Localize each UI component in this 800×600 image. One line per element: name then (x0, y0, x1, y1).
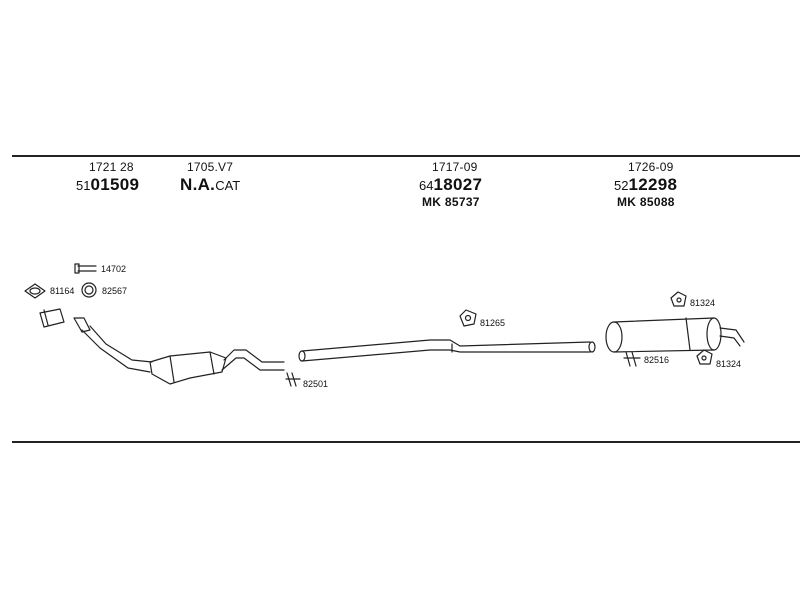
hanger-icon-81265 (459, 309, 477, 327)
small-part-label-81164: 81164 (50, 286, 75, 296)
small-part-label-82516: 82516 (644, 355, 670, 365)
part-code-top-2: 1705.V7 (187, 160, 234, 174)
gasket-icon-81164 (24, 283, 46, 299)
bolt-icon-14702 (74, 263, 97, 274)
small-part-label-82501: 82501 (303, 379, 329, 389)
part-code-top-4: 1726-09 (628, 160, 674, 174)
ring-icon-82567 (81, 282, 97, 298)
part-number-2: N.A.CAT (180, 175, 241, 194)
small-part-label-14702: 14702 (101, 264, 127, 274)
part-mk-4: MK 85088 (617, 195, 675, 209)
part-number-1: 5101509 (76, 175, 140, 194)
top-divider (12, 155, 800, 157)
rear-silencer (605, 317, 745, 353)
clamp-icon-front (39, 308, 65, 328)
clamp-icon-82501 (285, 372, 301, 387)
small-part-label-81324-a: 81324 (690, 298, 716, 308)
small-part-label-82567: 82567 (102, 286, 128, 296)
clamp-icon-82516 (623, 351, 641, 367)
small-part-label-81265: 81265 (480, 318, 506, 328)
small-part-label-81324-b: 81324 (716, 359, 742, 369)
hanger-icon-81324-top (670, 291, 687, 307)
middle-pipe (298, 339, 596, 362)
part-number-3: 6418027 (419, 175, 483, 194)
part-mk-3: MK 85737 (422, 195, 480, 209)
bottom-divider (12, 441, 800, 443)
part-number-4: 5212298 (614, 175, 678, 194)
front-pipe-with-catalyst (73, 317, 285, 385)
part-code-top-1: 1721 28 (89, 160, 134, 174)
part-code-top-3: 1717-09 (432, 160, 478, 174)
hanger-icon-81324-bottom (696, 349, 713, 365)
